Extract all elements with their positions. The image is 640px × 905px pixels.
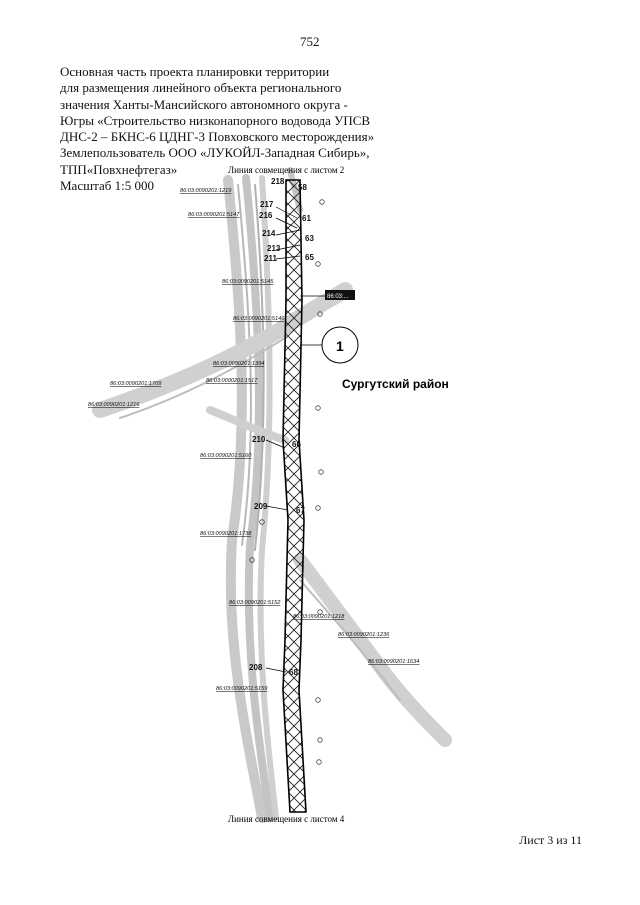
point-label: 217 (260, 200, 274, 209)
header-line: значения Ханты-Мансийского автономного о… (60, 96, 348, 112)
point-label: 213 (267, 244, 281, 253)
callout-number: 1 (336, 338, 344, 354)
cadastral-label: 86:03:0090201:5152 (229, 600, 281, 606)
top-match-line-label: Линия совмещения с листом 2 (228, 165, 344, 175)
point-label: 63 (305, 234, 314, 243)
cadastral-label: 86:03:0090201:5147 (188, 212, 240, 218)
scale-label: Масштаб 1:5 000 (60, 178, 154, 194)
header-line: ТПП«Повхнефтегаз» (60, 161, 178, 177)
cadastral-label: 86:03:0090201:5159 (216, 686, 267, 692)
terrain-bands (92, 167, 452, 823)
point-label: 210 (252, 435, 266, 444)
callout-circle (321, 326, 359, 364)
cadastral-label: 86:03:0090201:1216 (88, 402, 140, 408)
point-label: 208 (249, 663, 263, 672)
header-line: Основная часть проекта планировки террит… (60, 64, 330, 79)
highlight-label: 86:03:... (327, 294, 349, 300)
cadastral-label: 86:03:0090201:1738 (200, 531, 252, 537)
leader-lines (265, 206, 325, 673)
highlight-box (325, 290, 355, 300)
point-label: 61 (302, 214, 311, 223)
header-line: Югры «Строительство низконапорного водов… (60, 112, 371, 128)
cadastral-labels: 86:03:0090201:1219 86:03:0090201:5147 86… (88, 188, 419, 692)
point-label: 211 (264, 254, 277, 263)
cadastral-label: 86:03:0090201:5160 (200, 453, 252, 459)
cadastral-label: 86:03:0090201:5146 (233, 316, 285, 322)
cadastral-label: 86:03:0090201:5145 (222, 279, 274, 285)
cadastral-label: 86:03:0090201:1218 (293, 614, 345, 620)
point-label: 67 (296, 506, 305, 515)
cadastral-label: 86:03:0090201:1236 (338, 632, 390, 638)
bottom-match-line-label: Линия совмещения с листом 4 (228, 814, 345, 824)
cadastral-label: 86:03:0090201:1517 (206, 378, 258, 384)
cadastral-label: 86:03:0090201:1634 (368, 659, 419, 665)
point-label: 58 (298, 183, 307, 192)
cadastral-label: 86:03:0090201:1219 (180, 188, 231, 194)
header-line: ДНС-2 – БКНС-6 ЦДНГ-3 Повховского местор… (60, 129, 375, 145)
sheet-number: Лист 3 из 11 (519, 833, 582, 847)
survey-markers (249, 199, 325, 765)
point-label: 214 (262, 229, 276, 238)
header-line: для размещения линейного объекта региона… (60, 80, 342, 96)
document-header: Основная часть проекта планировки террит… (60, 64, 374, 194)
district-label: Сургутский район (342, 377, 449, 391)
page-number: 752 (300, 34, 320, 49)
point-label: 216 (259, 211, 273, 220)
cadastral-label: 86:03:0090201:1709 (110, 381, 161, 387)
point-label: 68 (289, 668, 298, 677)
point-label: 218 (271, 177, 285, 186)
point-labels: 218 58 217 216 61 214 63 213 211 65 210 … (249, 177, 314, 677)
point-label: 209 (254, 502, 268, 511)
point-label: 65 (305, 253, 314, 262)
point-label: 66 (292, 440, 301, 449)
cadastral-label: 86:03:0090201:1394 (213, 361, 264, 367)
easement-strip (282, 179, 307, 813)
header-line: Землепользователь ООО «ЛУКОЙЛ-Западная С… (60, 145, 370, 161)
